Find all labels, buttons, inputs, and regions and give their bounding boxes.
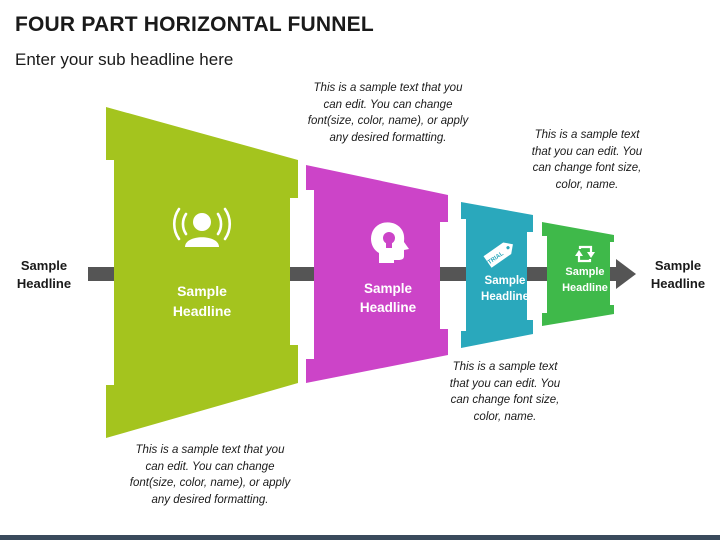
right-label: Sample Headline <box>650 258 706 291</box>
note-bottom-2: This is a sample text that you can edit.… <box>449 361 561 423</box>
left-label: Sample Headline <box>16 258 72 291</box>
stage-3-headline: Sample Headline <box>481 275 529 303</box>
speaking-person-icon <box>172 207 232 247</box>
arrow-head <box>616 259 636 289</box>
stage-2-headline: Sample Headline <box>359 281 417 315</box>
note-bottom-1: This is a sample text that you can edit.… <box>129 444 291 506</box>
refresh-arrows-icon <box>575 245 595 263</box>
stage-4-headline: Sample Headline <box>562 266 608 294</box>
stage-1-headline: Sample Headline <box>172 283 232 319</box>
funnel-stage-4 <box>542 222 614 326</box>
footer-bar <box>0 535 720 540</box>
head-lightbulb-icon <box>371 222 409 263</box>
funnel-stage-2 <box>306 165 448 383</box>
funnel-stage-3 <box>461 202 533 348</box>
page-title: FOUR PART HORIZONTAL FUNNEL <box>15 13 374 36</box>
funnel-stage-1 <box>106 107 298 438</box>
note-top-1: This is a sample text that you can edit.… <box>307 82 469 144</box>
note-top-2: This is a sample text that you can edit.… <box>531 129 643 191</box>
page-subtitle: Enter your sub headline here <box>15 50 234 69</box>
